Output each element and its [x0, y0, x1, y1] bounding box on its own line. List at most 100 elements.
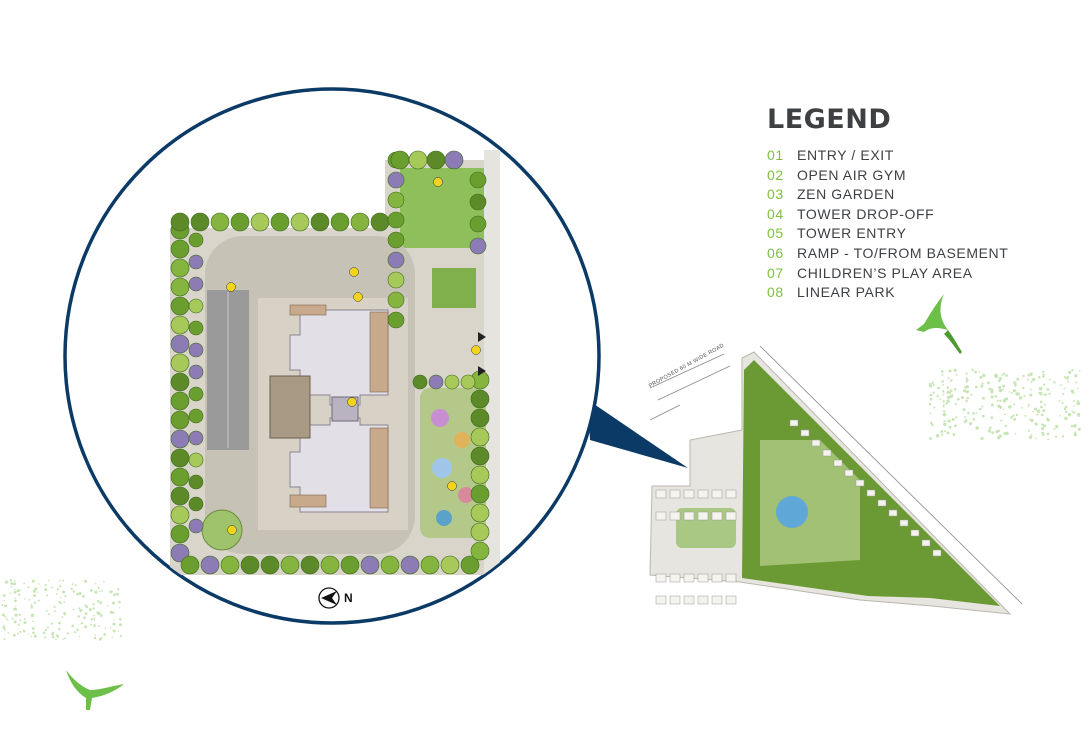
plan-marker: [353, 292, 363, 302]
speckle: [1002, 388, 1005, 391]
speckle: [963, 389, 966, 393]
speckle: [44, 628, 48, 631]
plan-marker: [433, 177, 443, 187]
speckle: [990, 403, 994, 407]
speckle: [1065, 406, 1068, 409]
speckle: [1070, 424, 1074, 428]
speckle: [1013, 403, 1016, 406]
speckle: [113, 593, 116, 597]
tree: [170, 277, 190, 297]
speckle: [1030, 434, 1033, 437]
speckle: [94, 582, 97, 585]
speckle: [32, 613, 35, 616]
tree: [470, 427, 490, 447]
tree: [310, 212, 330, 232]
townhouse: [669, 511, 681, 521]
speckle: [1063, 407, 1067, 411]
north-arrow-icon: [318, 587, 340, 609]
tower-block-south: [289, 417, 389, 513]
speckle: [1014, 389, 1017, 392]
speckle: [1059, 415, 1062, 417]
speckle: [33, 594, 37, 598]
speckle: [1073, 433, 1077, 437]
speckle: [1027, 405, 1030, 408]
exit-arrow-icon: [478, 366, 486, 376]
speckle: [948, 369, 952, 373]
speckle: [63, 613, 66, 616]
bird-icon: [916, 294, 962, 354]
speckle: [1040, 426, 1045, 431]
tree: [188, 364, 204, 380]
legend-item-number: 05: [767, 225, 784, 242]
speckle: [929, 437, 932, 440]
speckle: [950, 379, 953, 382]
tree: [460, 555, 480, 575]
speckle: [955, 416, 958, 419]
speckle: [1040, 405, 1043, 409]
speckle: [975, 412, 978, 414]
speckle: [1064, 410, 1068, 414]
entry-arrow-icon: [478, 332, 486, 342]
legend-item-label: RAMP - TO/FROM BASEMENT: [797, 244, 1009, 261]
legend-item-number: 01: [767, 147, 784, 163]
speckle: [1076, 412, 1081, 417]
speckle: [947, 377, 950, 380]
townhouse: [833, 459, 843, 467]
speckle: [3, 599, 6, 602]
tree: [340, 555, 360, 575]
speckle: [1043, 424, 1047, 428]
townhouse: [669, 595, 681, 605]
townhouse: [866, 489, 876, 497]
speckle: [1029, 393, 1033, 397]
speckle: [45, 609, 48, 612]
speckle: [23, 617, 26, 620]
townhouse: [932, 549, 942, 557]
speckle: [104, 627, 106, 630]
tree: [470, 541, 490, 561]
speckle: [1055, 424, 1059, 429]
tree: [220, 555, 240, 575]
townhouse: [711, 489, 723, 499]
speckle: [30, 635, 33, 638]
tree: [270, 212, 290, 232]
speckle: [12, 633, 16, 637]
speckle: [1033, 407, 1038, 411]
speckle: [55, 638, 57, 641]
site-inner-court: [760, 440, 860, 566]
tree: [469, 171, 487, 189]
tree: [350, 212, 370, 232]
tree: [188, 232, 204, 248]
speckle: [57, 635, 60, 638]
speckle: [1071, 410, 1074, 413]
speckle: [1077, 415, 1080, 418]
speckle: [36, 591, 39, 594]
tree: [188, 452, 204, 468]
tree: [210, 212, 230, 232]
speckle: [23, 621, 27, 625]
legend-item-label: TOWER DROP-OFF: [797, 205, 935, 222]
balconies: [289, 304, 389, 509]
speckle: [38, 583, 40, 585]
tree: [470, 465, 490, 485]
speckle: [10, 585, 13, 588]
speckle: [1037, 391, 1040, 394]
speckle: [943, 420, 946, 423]
tree: [188, 298, 204, 314]
legend-item-number: 07: [767, 264, 784, 281]
speckle: [1048, 392, 1051, 396]
speckle: [118, 623, 123, 627]
townhouse: [697, 511, 709, 521]
tree: [170, 372, 190, 392]
townhouse: [811, 439, 821, 447]
speckle: [89, 589, 93, 592]
speckle: [7, 632, 10, 634]
speckle: [948, 425, 952, 429]
townhouse: [711, 595, 723, 605]
speckle: [974, 370, 978, 374]
speckle: [1070, 389, 1075, 393]
speckle: [953, 388, 957, 391]
